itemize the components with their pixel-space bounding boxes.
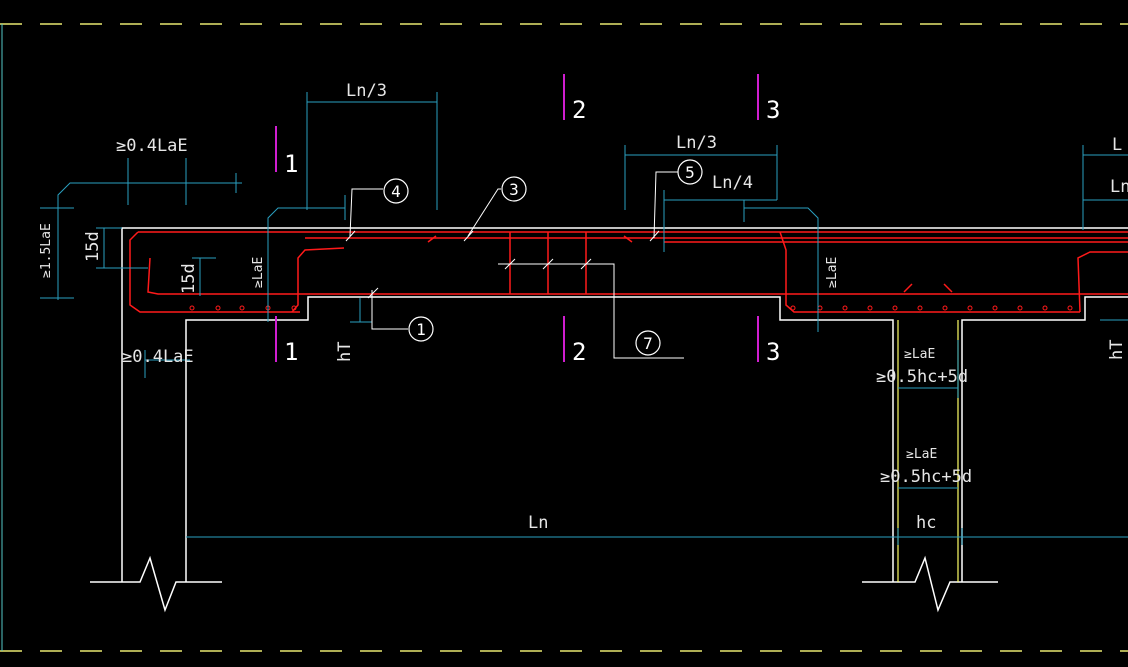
section-3-bottom-label: 3: [766, 338, 780, 366]
bar-right-curve: [744, 207, 819, 332]
section-2-top-label: 2: [572, 96, 586, 124]
leader-3: [467, 188, 501, 237]
rebar-dot: [942, 305, 948, 311]
rebar-dot: [817, 305, 823, 311]
label-half-hc-bottom: ≥0.5hc+5d: [880, 467, 972, 487]
leader-7: [498, 263, 684, 359]
callout-circle-5: [677, 159, 703, 185]
rebar-dot: [917, 305, 923, 311]
left-end-hook: [129, 231, 300, 313]
beam-bottom-edge: [185, 296, 894, 582]
right-hook: [1077, 251, 1128, 313]
dimension-labels: Ln/3 Ln/3 Ln/4 ≥0.4LaE ≥0.4LaE ≥1.5LaE 1…: [39, 81, 1128, 533]
label-lae-mid-bottom: ≥LaE: [906, 447, 937, 462]
callout-numbers: 4 3 1 5 7: [391, 163, 695, 353]
callout-circle-3: [501, 176, 527, 202]
callout-circle-4: [383, 178, 409, 204]
bar-end-mark-1: [427, 235, 437, 243]
bottom-main-bar: [147, 257, 1128, 295]
section-1-bottom-label: 1: [284, 338, 298, 366]
leader-7-tick-3: [580, 258, 592, 270]
label-ht-left: hT: [335, 342, 355, 362]
rebar-dot: [892, 305, 898, 311]
rebar-dot: [790, 305, 796, 311]
label-lae-mid-top: ≥LaE: [904, 347, 935, 362]
section-labels: 1 1 2 2 3 3: [284, 96, 780, 366]
rebar-dot: [992, 305, 998, 311]
section-1-top-label: 1: [284, 150, 298, 178]
label-04lae-top: ≥0.4LaE: [116, 136, 188, 156]
label-15d-outer: 15d: [83, 231, 103, 262]
leader-4: [349, 188, 383, 237]
left-stirrup-hook: [291, 247, 345, 313]
bar-end-mark-2: [623, 235, 633, 243]
section-2-bottom-label: 2: [572, 338, 586, 366]
rebar-dot: [867, 305, 873, 311]
label-hc: hc: [916, 513, 936, 533]
anchor-15lae-bar: [57, 182, 242, 300]
label-half-hc-top: ≥0.5hc+5d: [876, 367, 968, 387]
dimension-lines: [40, 92, 1128, 545]
label-15lae: ≥1.5LaE: [39, 223, 54, 278]
bar-end-mark-4: [943, 283, 953, 293]
right-break-symbol: [862, 555, 998, 613]
leader-1: [371, 290, 408, 330]
rebar-dot: [189, 305, 195, 311]
leader-4-tick: [345, 230, 356, 242]
rebar-dot: [967, 305, 973, 311]
callout-num-7: 7: [643, 334, 653, 353]
callout-leaders: [345, 171, 684, 359]
leader-5: [653, 171, 678, 239]
label-ln4: Ln/4: [712, 173, 753, 193]
label-ln3-left: Ln/3: [346, 81, 387, 101]
label-cut-l: L: [1112, 135, 1122, 155]
label-15d-inner: 15d: [179, 263, 199, 294]
callout-num-4: 4: [391, 182, 401, 201]
leader-7-tick-1: [504, 258, 516, 270]
label-ln3-right: Ln/3: [676, 133, 717, 153]
concrete-outline: [90, 227, 1128, 613]
viewport-border: [0, 23, 1128, 652]
right-bottom-bar: [779, 231, 1080, 313]
rebar-dots: [189, 305, 1073, 311]
label-lae-left: ≥LaE: [251, 257, 266, 288]
callout-circles: [383, 159, 703, 356]
label-ln-span: Ln: [528, 513, 548, 533]
leader-7-tick-2: [542, 258, 554, 270]
callout-num-3: 3: [509, 180, 519, 199]
callout-circle-1: [408, 316, 434, 342]
left-column-outer: [121, 227, 160, 582]
section-marks: [275, 74, 759, 362]
rebar-dot: [1017, 305, 1023, 311]
label-lae-right: ≥LaE: [825, 257, 840, 288]
left-break-symbol: [90, 555, 222, 613]
bar-4-line: [267, 207, 345, 240]
rebar-dot: [291, 305, 297, 311]
callout-num-1: 1: [416, 320, 426, 339]
callout-circle-7: [635, 330, 661, 356]
rebar-dot: [239, 305, 245, 311]
label-ht-right: hT: [1107, 340, 1127, 360]
leader-5-tick: [649, 230, 660, 242]
section-3-top-label: 3: [766, 96, 780, 124]
rebar-dot: [842, 305, 848, 311]
rebar: [129, 231, 1128, 313]
rebar-dot: [1042, 305, 1048, 311]
rebar-dot: [215, 305, 221, 311]
label-cut-ln: Ln: [1110, 177, 1128, 197]
callout-num-5: 5: [685, 163, 695, 182]
bar-end-mark-3: [903, 283, 913, 293]
label-04lae-bottom: ≥0.4LaE: [122, 347, 194, 367]
beam-bottom-edge-right: [961, 296, 1128, 582]
leader-1-tick: [367, 287, 379, 299]
rebar-dot: [1067, 305, 1073, 311]
leader-3-tick: [463, 230, 474, 242]
